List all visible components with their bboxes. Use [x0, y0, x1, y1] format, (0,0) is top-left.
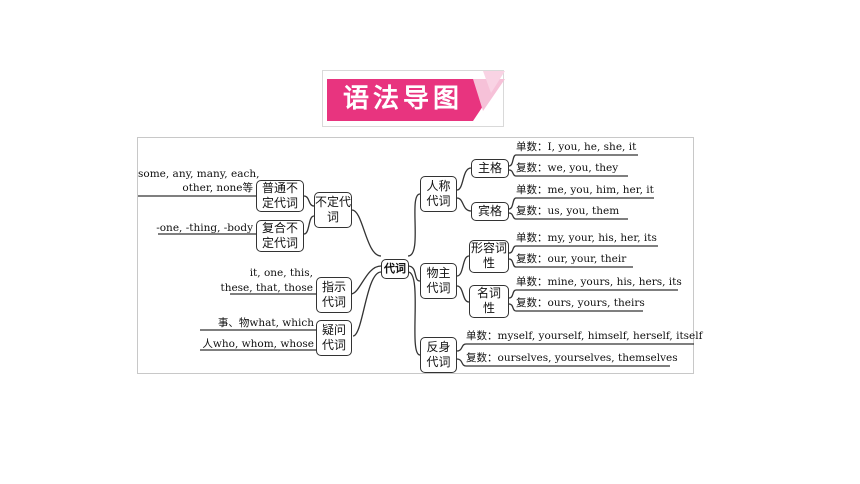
node-adjectival-possessive: 形容词性 — [469, 240, 509, 273]
node-demonstrative-pronoun: 指示代词 — [316, 277, 352, 313]
objective-singular: 单数：me, you, him, her, it — [516, 184, 654, 196]
node-objective: 宾格 — [471, 202, 509, 221]
compound-indefinite-items: -one, -thing, -body — [156, 222, 253, 234]
reflexive-singular: 单数：myself, yourself, himself, herself, i… — [466, 330, 703, 342]
adjectival-plural: 复数：our, your, their — [516, 253, 627, 265]
interrogative-people: 人who, whom, whose — [202, 338, 314, 350]
nominative-plural: 复数：we, you, they — [516, 162, 619, 174]
mindmap-connectors — [138, 154, 694, 367]
node-reflexive-pronoun: 反身代词 — [420, 337, 457, 373]
reflexive-plural: 复数：ourselves, yourselves, themselves — [466, 352, 678, 364]
nominal-plural: 复数：ours, yours, theirs — [516, 297, 645, 309]
nominative-singular: 单数：I, you, he, she, it — [516, 141, 637, 153]
node-indefinite-pronoun: 不定代词 — [314, 192, 352, 228]
demonstrative-items-line2: these, that, those — [220, 282, 313, 294]
center-node-pronoun: 代词 — [381, 259, 409, 279]
nominal-singular: 单数：mine, yours, his, hers, its — [516, 276, 682, 288]
banner-title: 语法导图 — [342, 84, 463, 114]
common-indefinite-items-line2: other, none等 — [182, 182, 253, 194]
node-possessive-pronoun: 物主代词 — [420, 263, 457, 299]
node-nominative: 主格 — [471, 159, 509, 178]
node-common-indefinite: 普通不定代词 — [256, 180, 304, 212]
node-personal-pronoun: 人称代词 — [420, 176, 457, 212]
common-indefinite-items-line1: some, any, many, each, — [138, 168, 260, 180]
section-banner: 语法导图 — [322, 70, 505, 127]
demonstrative-items-line1: it, one, this, — [249, 267, 313, 279]
node-compound-indefinite: 复合不定代词 — [256, 220, 304, 252]
node-interrogative-pronoun: 疑问代词 — [316, 320, 352, 356]
objective-plural: 复数：us, you, them — [516, 205, 620, 217]
node-nominal-possessive: 名词性 — [469, 285, 509, 318]
banner-background — [327, 71, 505, 121]
pronoun-mindmap: 代词 不定代词 普通不定代词 复合不定代词 some, any, many, e… — [137, 137, 703, 374]
interrogative-things: 事、物what, which — [217, 317, 314, 329]
adjectival-singular: 单数：my, your, his, her, its — [516, 232, 657, 244]
